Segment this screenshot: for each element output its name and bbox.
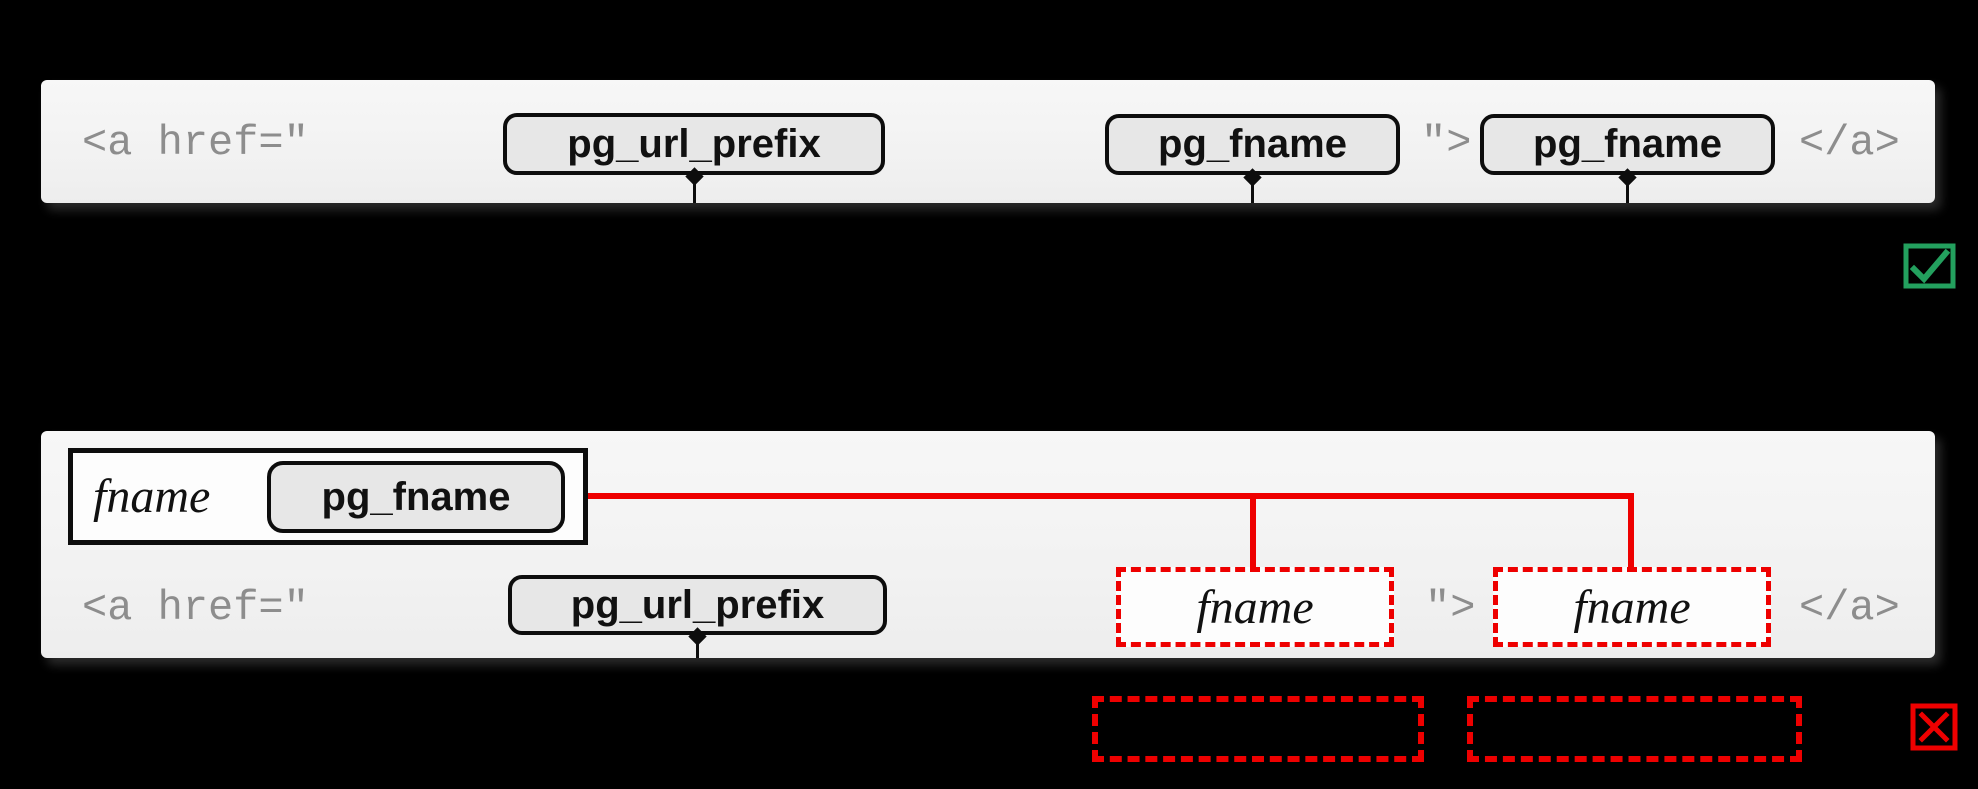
red-connector-drop-1	[1250, 493, 1256, 569]
connector-line	[1251, 177, 1254, 203]
fname-slot-2: fname	[1493, 567, 1771, 647]
cross-icon	[1910, 702, 1958, 752]
code-close-tag: </a>	[1799, 584, 1900, 632]
substitution-panel: fname pg_fname <a href=" pg_url_prefix f…	[41, 431, 1935, 658]
pg-fname-label-1: pg_fname	[1158, 122, 1347, 166]
connector-line	[696, 636, 699, 658]
pg-fname-chip-2: pg_fname	[1480, 114, 1775, 175]
pg-url-prefix-label: pg_url_prefix	[567, 121, 821, 166]
legend-pg-fname-label: pg_fname	[321, 474, 511, 519]
pg-url-prefix-label: pg_url_prefix	[570, 582, 825, 627]
pg-fname-chip-1: pg_fname	[1105, 114, 1400, 175]
legend-pg-fname-chip: pg_fname	[267, 461, 565, 533]
legend-variable: fname	[93, 470, 211, 523]
code-close-tag: </a>	[1799, 119, 1900, 167]
code-open-tag: <a href="	[82, 119, 309, 167]
red-connector-drop-2	[1628, 493, 1634, 569]
connector-line	[693, 176, 696, 203]
pg-fname-label-2: pg_fname	[1533, 122, 1722, 166]
connector-line	[1626, 177, 1629, 203]
code-open-tag: <a href="	[82, 584, 309, 632]
pg-url-prefix-chip: pg_url_prefix	[508, 575, 887, 635]
result-slot-1	[1092, 696, 1424, 762]
check-icon	[1903, 243, 1956, 289]
red-connector-horizontal	[588, 493, 1634, 499]
pg-url-prefix-chip: pg_url_prefix	[503, 113, 885, 175]
fname-slot-1: fname	[1116, 567, 1394, 647]
binding-legend-box: fname pg_fname	[68, 448, 588, 545]
result-slot-2	[1467, 696, 1802, 762]
fname-slot-label-1: fname	[1196, 580, 1314, 634]
code-quote-gt: ">	[1425, 584, 1476, 632]
template-panel-literal: <a href=" pg_url_prefix pg_fname "> pg_f…	[41, 80, 1935, 203]
code-quote-gt: ">	[1421, 119, 1472, 167]
fname-slot-label-2: fname	[1573, 580, 1691, 634]
